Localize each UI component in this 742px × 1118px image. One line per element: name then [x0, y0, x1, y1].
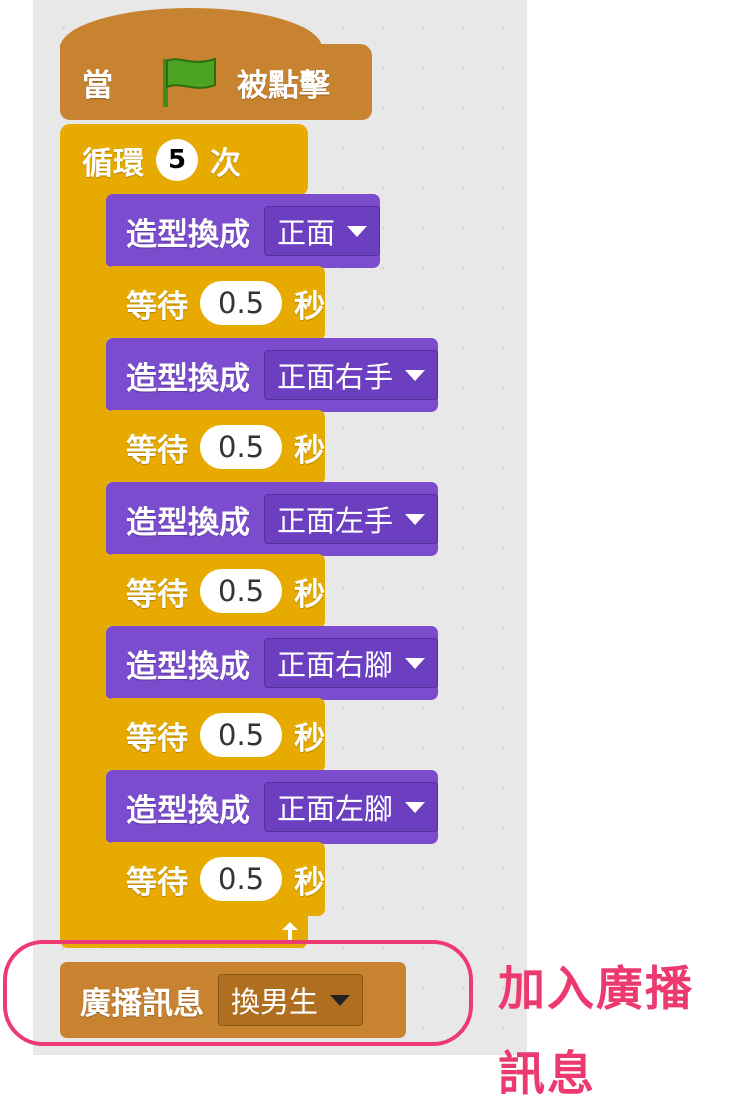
- switch-costume-block[interactable]: 造型換成 正面左腳: [106, 770, 439, 844]
- wait-unit-label: 秒: [294, 432, 326, 469]
- costume-dropdown[interactable]: 正面左手: [264, 494, 439, 544]
- wait-block[interactable]: 等待 0.5 秒: [106, 842, 326, 916]
- switch-costume-block[interactable]: 造型換成 正面左手: [106, 482, 439, 556]
- loop-arrow-icon: [270, 922, 298, 944]
- wait-seconds-input[interactable]: 0.5: [200, 713, 283, 757]
- repeat-count-input[interactable]: 5: [156, 139, 198, 181]
- wait-block[interactable]: 等待 0.5 秒: [106, 266, 326, 340]
- costume-value: 正面左手: [277, 504, 394, 538]
- wait-label: 等待: [126, 864, 188, 901]
- dropdown-arrow-icon: [405, 370, 426, 381]
- switch-costume-label: 造型換成: [126, 216, 250, 253]
- wait-label: 等待: [126, 288, 188, 325]
- wait-block[interactable]: 等待 0.5 秒: [106, 410, 326, 484]
- dropdown-arrow-icon: [405, 514, 426, 525]
- wait-seconds-input[interactable]: 0.5: [200, 425, 283, 469]
- switch-costume-block[interactable]: 造型換成 正面右手: [106, 338, 439, 412]
- switch-costume-block[interactable]: 造型換成 正面右腳: [106, 626, 439, 700]
- annotation-line1: 加入廣播: [498, 962, 694, 1017]
- broadcast-message-value: 換男生: [231, 985, 319, 1019]
- dropdown-arrow-icon: [347, 226, 368, 237]
- broadcast-label: 廣播訊息: [80, 985, 204, 1022]
- wait-block[interactable]: 等待 0.5 秒: [106, 698, 326, 772]
- dropdown-arrow-icon: [405, 658, 426, 669]
- hat-when-label: 當: [82, 67, 113, 104]
- wait-seconds-input[interactable]: 0.5: [200, 281, 283, 325]
- costume-value: 正面: [277, 216, 336, 250]
- hat-clicked-label: 被點擊: [237, 67, 330, 104]
- repeat-block[interactable]: 循環 5 次: [60, 124, 308, 196]
- repeat-label: 循環: [82, 145, 144, 182]
- broadcast-block[interactable]: 廣播訊息 換男生: [60, 962, 406, 1038]
- wait-seconds-input[interactable]: 0.5: [200, 569, 283, 613]
- switch-costume-label: 造型換成: [126, 360, 250, 397]
- costume-dropdown[interactable]: 正面左腳: [264, 782, 439, 832]
- wait-unit-label: 秒: [294, 576, 326, 613]
- dropdown-arrow-icon: [330, 995, 351, 1006]
- switch-costume-label: 造型換成: [126, 648, 250, 685]
- broadcast-message-dropdown[interactable]: 換男生: [218, 974, 364, 1026]
- switch-costume-label: 造型換成: [126, 504, 250, 541]
- repeat-unit-label: 次: [210, 145, 241, 182]
- when-flag-clicked-block[interactable]: 當 被點擊: [60, 44, 372, 120]
- green-flag-icon: [163, 57, 216, 107]
- wait-label: 等待: [126, 576, 188, 613]
- dropdown-arrow-icon: [405, 802, 426, 813]
- loop-arm: [60, 190, 108, 918]
- switch-costume-block[interactable]: 造型換成 正面: [106, 194, 381, 268]
- costume-dropdown[interactable]: 正面右腳: [264, 638, 439, 688]
- costume-dropdown[interactable]: 正面右手: [264, 350, 439, 400]
- costume-value: 正面右腳: [277, 648, 394, 682]
- highlight-outline: [3, 940, 473, 1046]
- wait-seconds-input[interactable]: 0.5: [200, 857, 283, 901]
- wait-block[interactable]: 等待 0.5 秒: [106, 554, 326, 628]
- wait-label: 等待: [126, 432, 188, 469]
- costume-dropdown[interactable]: 正面: [264, 206, 381, 256]
- wait-unit-label: 秒: [294, 288, 326, 325]
- wait-unit-label: 秒: [294, 864, 326, 901]
- wait-label: 等待: [126, 720, 188, 757]
- annotation-line2: 訊息: [498, 1047, 596, 1102]
- costume-value: 正面左腳: [277, 792, 394, 826]
- wait-unit-label: 秒: [294, 720, 326, 757]
- costume-value: 正面右手: [277, 360, 394, 394]
- switch-costume-label: 造型換成: [126, 792, 250, 829]
